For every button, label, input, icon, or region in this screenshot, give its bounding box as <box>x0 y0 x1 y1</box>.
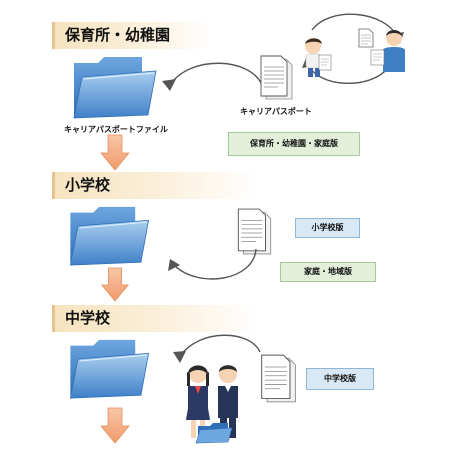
stage-junior-high-label: 中学校 <box>65 309 111 327</box>
curved-arrow-icon <box>173 334 261 363</box>
down-arrow-icon <box>100 407 130 444</box>
curved-arrow-icon <box>162 62 263 91</box>
curved-arrow-icon <box>168 248 257 280</box>
folder-icon <box>69 339 150 399</box>
stage-elementary-label: 小学校 <box>65 176 111 194</box>
child-illustration <box>305 38 332 77</box>
tag-junior-high: 中学校版 <box>306 368 374 390</box>
stage-junior-high: 中学校 <box>52 305 257 332</box>
document-icon <box>260 55 293 100</box>
tag-preschool-home: 保育所・幼稚園・家庭版 <box>228 132 360 156</box>
stage-elementary: 小学校 <box>52 172 257 199</box>
document-icon <box>261 354 296 403</box>
folder-icon <box>73 57 157 119</box>
tag-home-community: 家庭・地域版 <box>280 262 376 282</box>
document-icon <box>358 28 374 48</box>
stage-preschool: 保育所・幼稚園 <box>52 22 212 49</box>
down-arrow-icon <box>100 134 130 171</box>
folder-icon <box>69 206 150 266</box>
tag-elementary: 小学校版 <box>295 218 360 238</box>
career-passport-label: キャリアパスポート <box>240 107 312 116</box>
teacher-illustration <box>370 30 405 72</box>
down-arrow-icon <box>100 267 130 302</box>
document-icon <box>237 208 272 255</box>
students-illustration <box>186 365 238 444</box>
career-passport-file-label: キャリアパスポートファイル <box>64 125 168 134</box>
stage-preschool-label: 保育所・幼稚園 <box>65 26 171 44</box>
